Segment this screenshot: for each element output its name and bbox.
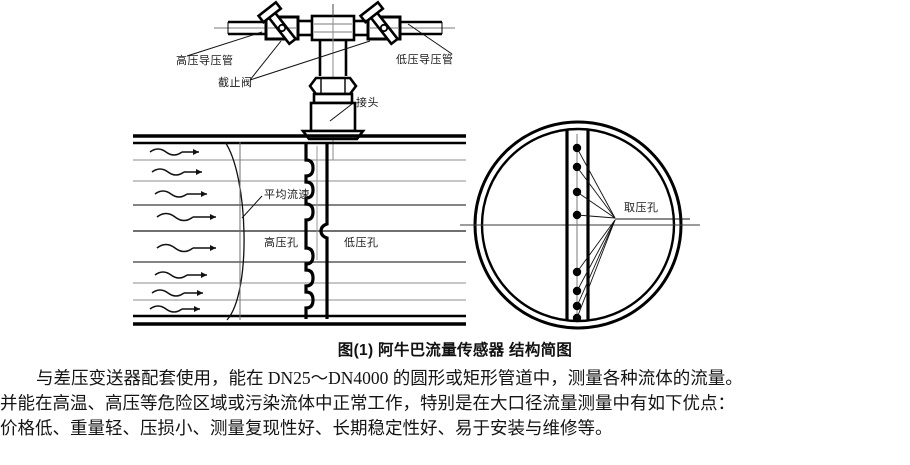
flow-arrow xyxy=(156,243,216,253)
label-high-pressure-hole: 高压孔 xyxy=(264,237,299,249)
body-line-2: 并能在高温、高压等危险区域或污染流体中正常工作，特别是在大口径流量测量中有如下优… xyxy=(0,393,735,413)
figure-diagram: 高压导压管 低压导压管 截止阀 接头 平均流速 高压孔 低压孔 取压孔 xyxy=(133,0,700,330)
pipe-interior-guides xyxy=(133,159,466,301)
label-stop-valve: 截止阀 xyxy=(218,77,253,89)
connector-body xyxy=(300,101,366,141)
flow-arrow xyxy=(154,190,207,198)
stop-valve-left xyxy=(256,0,312,46)
label-low-pressure-hole: 低压孔 xyxy=(344,237,379,249)
flow-arrow xyxy=(151,168,202,176)
tap-hole-leaders xyxy=(576,147,690,319)
high-pressure-impulse-tube xyxy=(214,20,268,36)
label-average-velocity: 平均流速 xyxy=(264,189,310,201)
figure-caption: 图(1) 阿牛巴流量传感器 结构简图 xyxy=(337,342,573,359)
label-pressure-tap-hole: 取压孔 xyxy=(624,202,659,214)
flow-arrow xyxy=(149,148,199,156)
pipe-wall-top xyxy=(133,134,466,145)
low-pressure-impulse-tube xyxy=(400,20,455,36)
body-line-1: 与差压变送器配套使用，能在 DN25～DN4000 的圆形或矩形管道中，测量各种… xyxy=(36,368,743,388)
pipe-cross-section-view xyxy=(460,120,700,330)
label-low-pressure-pipe: 低压导压管 xyxy=(396,54,454,66)
body-line-3: 价格低、重量轻、压损小、测量复现性好、长期稳定性好、易于安装与维修等。 xyxy=(0,418,613,438)
stop-valve-right xyxy=(354,0,402,46)
hex-nut xyxy=(308,76,358,105)
leader-lines-elevation xyxy=(186,23,453,219)
flow-arrow xyxy=(156,212,216,222)
flow-arrow xyxy=(151,289,203,297)
label-connector: 接头 xyxy=(356,97,379,109)
flow-arrow xyxy=(149,305,200,313)
pipe-wall-bottom xyxy=(133,314,466,326)
body-text-block: 与差压变送器配套使用，能在 DN25～DN4000 的圆形或矩形管道中，测量各种… xyxy=(0,366,910,441)
flow-arrows xyxy=(149,148,216,313)
annubar-sensor-schematic xyxy=(133,0,700,330)
sensor-probe xyxy=(304,143,329,319)
flow-arrow xyxy=(154,271,207,279)
velocity-profile-curve xyxy=(224,141,245,321)
label-high-pressure-pipe: 高压导压管 xyxy=(176,55,234,67)
